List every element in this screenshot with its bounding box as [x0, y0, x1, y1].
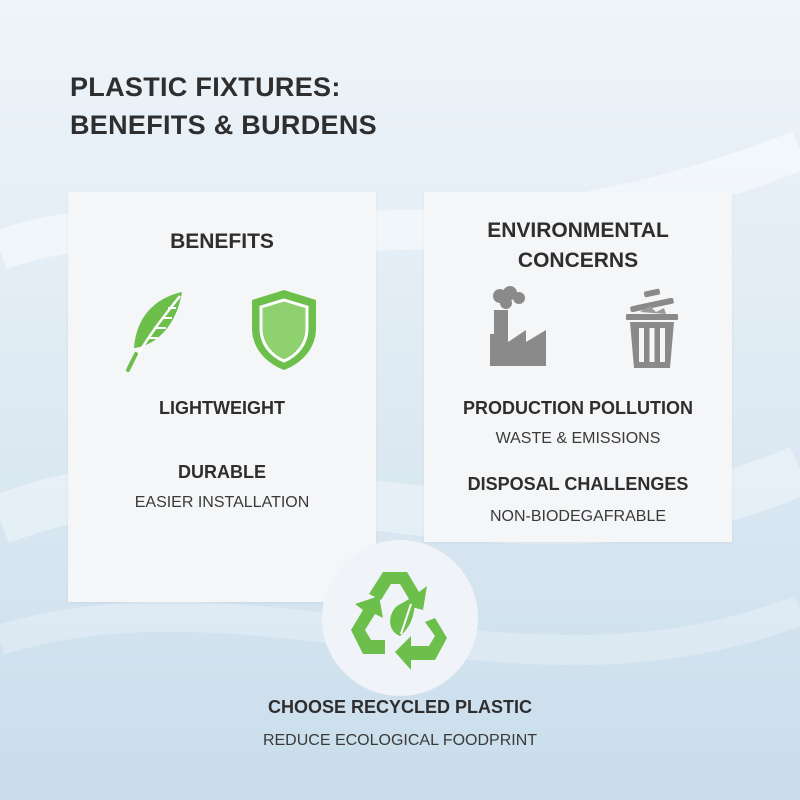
shield-icon	[252, 290, 316, 370]
cta-title: CHOOSE RECYCLED PLASTIC	[267, 697, 533, 717]
leaf-icon	[126, 292, 182, 372]
lightweight-label: LIGHTWEIGHT	[159, 398, 285, 418]
benefits-heading: BENEFITS	[170, 230, 274, 253]
concerns-panel: ENVIRONMENTAL CONCERNS PRODUCTION POLLUT…	[424, 192, 732, 542]
concerns-heading-line-2: CONCERNS	[517, 249, 639, 272]
page-title: PLASTIC FIXTURES: BENEFITS & BURDENS	[70, 68, 377, 144]
page-title-line-2: BENEFITS & BURDENS	[70, 110, 377, 140]
waste-emissions-label: WASTE & EMISSIONS	[495, 430, 661, 447]
non-biodegradable-label: NON-BIODEGAFRABLE	[489, 508, 667, 525]
benefits-panel: BENEFITS LIGHTWEIGHT DURABLE EASIER INST…	[68, 192, 376, 602]
factory-icon	[490, 286, 546, 366]
easier-installation-label: EASIER INSTALLATION	[134, 494, 310, 511]
page-title-line-1: PLASTIC FIXTURES:	[70, 72, 341, 102]
trash-can-icon	[626, 288, 678, 368]
recycle-leaf-icon	[351, 572, 447, 670]
cta-subtitle: REDUCE ECOLOGICAL FOODPRINT	[262, 732, 538, 749]
concerns-heading: ENVIRONMENTAL CONCERNS	[424, 216, 732, 276]
durable-label: DURABLE	[178, 462, 266, 482]
production-pollution-label: PRODUCTION POLLUTION	[463, 398, 693, 418]
concerns-heading-line-1: ENVIRONMENTAL	[487, 219, 669, 242]
disposal-challenges-label: DISPOSAL CHALLENGES	[467, 474, 689, 494]
